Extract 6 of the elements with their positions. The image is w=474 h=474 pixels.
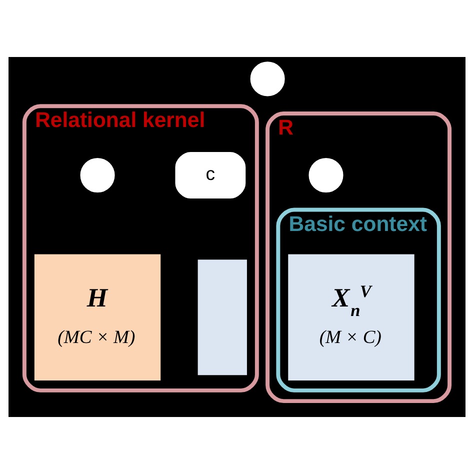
node-box	[198, 260, 247, 376]
node-box: H (MC × M)	[34, 254, 161, 380]
node-circle	[308, 158, 344, 192]
node-circle	[250, 62, 285, 96]
node-box: c	[174, 150, 247, 200]
node-circle	[80, 158, 115, 192]
